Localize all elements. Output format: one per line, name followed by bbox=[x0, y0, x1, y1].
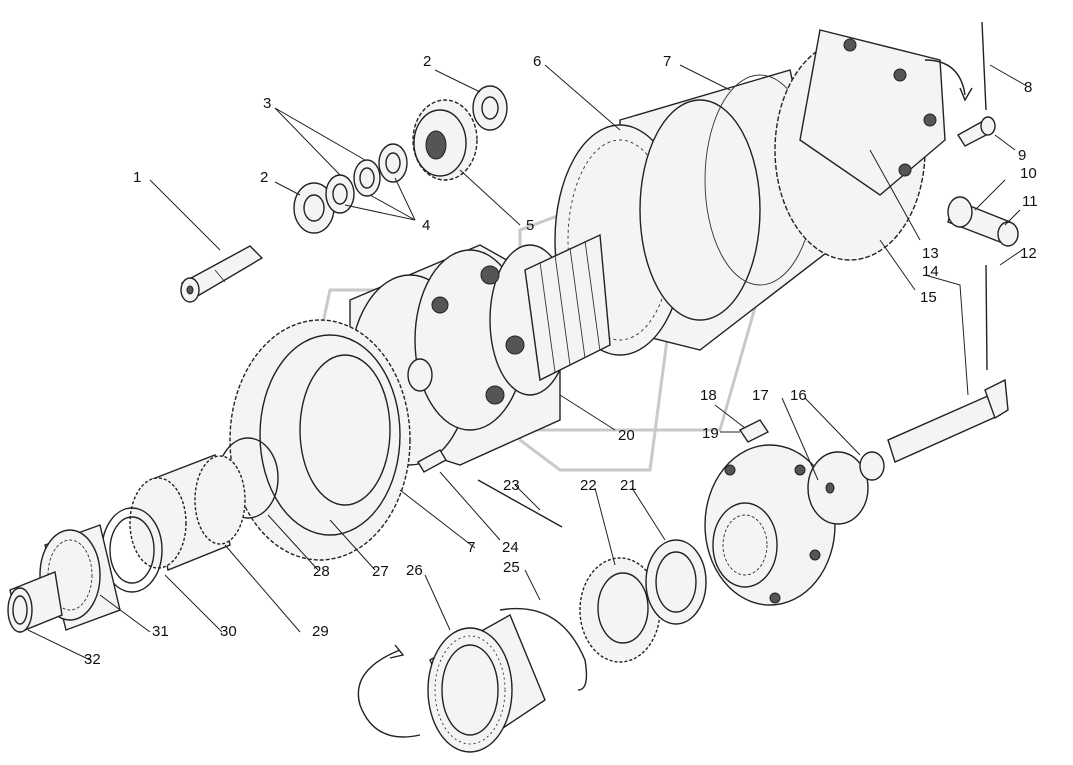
callout-7-bottom: 7 bbox=[467, 539, 475, 556]
callout-31: 31 bbox=[152, 623, 169, 640]
thin-rod bbox=[477, 479, 563, 528]
callout-15: 15 bbox=[920, 289, 937, 306]
splined-shaft bbox=[524, 233, 611, 382]
callout-27: 27 bbox=[372, 563, 389, 580]
callout-32: 32 bbox=[84, 651, 101, 668]
washer-set bbox=[293, 85, 508, 234]
callout-6: 6 bbox=[533, 53, 541, 70]
bolt-part bbox=[957, 116, 996, 147]
thrust-disc bbox=[807, 451, 885, 525]
callout-30: 30 bbox=[220, 623, 237, 640]
callout-4: 4 bbox=[422, 217, 430, 234]
callout-20: 20 bbox=[618, 427, 635, 444]
callout-9: 9 bbox=[1018, 147, 1026, 164]
callout-3: 3 bbox=[263, 95, 271, 112]
callout-22: 22 bbox=[580, 477, 597, 494]
callout-11: 11 bbox=[1022, 193, 1038, 210]
callout-21: 21 bbox=[620, 477, 637, 494]
callout-2-left: 2 bbox=[260, 169, 268, 186]
callout-13: 13 bbox=[922, 245, 939, 262]
spring-plunger bbox=[947, 196, 1019, 247]
sun-gear bbox=[129, 454, 246, 571]
bearing-snap-ring bbox=[499, 607, 588, 691]
callout-23: 23 bbox=[503, 477, 520, 494]
toothed-plate bbox=[774, 29, 973, 261]
callout-7-top: 7 bbox=[663, 53, 671, 70]
callout-18: 18 bbox=[700, 387, 717, 404]
callout-19: 19 bbox=[702, 425, 719, 442]
pin-part bbox=[180, 245, 264, 303]
roller-bearing bbox=[357, 614, 546, 753]
large-spur-gear bbox=[229, 319, 411, 561]
callout-25: 25 bbox=[503, 559, 520, 576]
small-pin bbox=[738, 419, 770, 443]
planet-gear bbox=[412, 99, 478, 181]
needle-bearing bbox=[7, 571, 63, 633]
callout-1: 1 bbox=[133, 169, 141, 186]
small-bolt bbox=[417, 449, 447, 473]
callout-labels: 1 2 2 3 4 5 6 7 7 8 9 10 11 12 13 14 15 … bbox=[84, 53, 1038, 668]
callout-2-top: 2 bbox=[423, 53, 431, 70]
callout-17: 17 bbox=[752, 387, 769, 404]
flange-hub bbox=[704, 444, 836, 606]
small-gear-ring bbox=[579, 557, 661, 663]
callout-16: 16 bbox=[790, 387, 807, 404]
callout-10: 10 bbox=[1020, 165, 1037, 182]
leader-lines bbox=[27, 64, 1026, 661]
callout-5: 5 bbox=[526, 217, 534, 234]
bushing bbox=[645, 539, 707, 625]
callout-28: 28 bbox=[313, 563, 330, 580]
callout-24: 24 bbox=[502, 539, 519, 556]
callout-12: 12 bbox=[1020, 245, 1037, 262]
rod-part bbox=[981, 21, 987, 111]
callout-29: 29 bbox=[312, 623, 329, 640]
callout-26: 26 bbox=[406, 562, 423, 579]
long-bolt bbox=[887, 264, 1009, 463]
callout-14: 14 bbox=[922, 263, 939, 280]
callout-8: 8 bbox=[1024, 79, 1032, 96]
